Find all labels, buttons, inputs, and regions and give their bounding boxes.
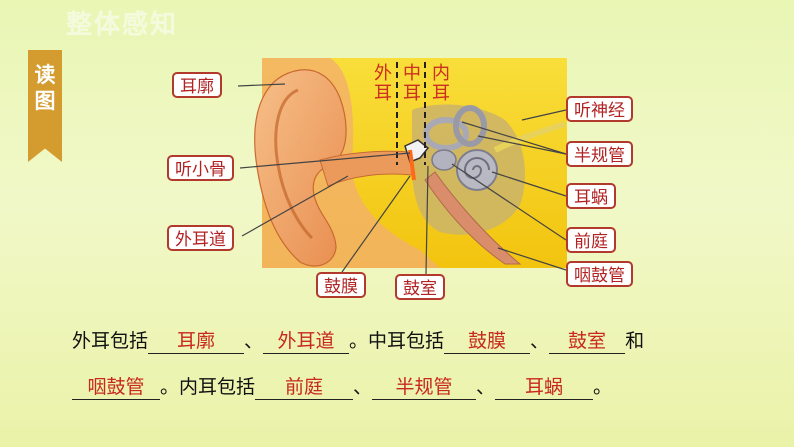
text-middle-ear-includes: 。中耳包括	[349, 330, 445, 352]
region-outer-ear: 外 耳	[371, 64, 395, 104]
region-inner-ear: 内 耳	[429, 64, 453, 104]
answer-eustachian-tube: 咽鼓管	[72, 375, 160, 400]
label-auricle: 耳廓	[172, 72, 222, 98]
vestibule	[431, 149, 457, 171]
answer-cochlea: 耳蜗	[495, 375, 594, 400]
text-and: 和	[625, 330, 645, 352]
label-eustachian-tube: 咽鼓管	[566, 261, 633, 287]
separator: 、	[353, 376, 373, 398]
region-inner-ear-char-2: 耳	[432, 83, 450, 104]
leader-waierdao	[241, 175, 349, 237]
leader-gumo	[341, 175, 411, 273]
answer-semicircular-canals: 半规管	[372, 375, 477, 400]
page-title: 整体感知	[66, 10, 179, 40]
separator: 、	[530, 330, 550, 352]
region-middle-ear: 中 耳	[400, 64, 424, 104]
text-period: 。	[593, 376, 613, 398]
read-diagram-ribbon: 读 图	[28, 50, 62, 162]
label-auditory-nerve: 听神经	[566, 96, 633, 122]
region-outer-ear-char-2: 耳	[374, 83, 392, 104]
label-semicircular-canals: 半规管	[566, 141, 633, 167]
eustachian-tube	[424, 171, 522, 265]
region-outer-ear-char-1: 外	[374, 63, 392, 84]
leader-tingshenjing	[521, 109, 567, 121]
leader-banguiguan-2	[477, 135, 567, 155]
leader-erkuo	[237, 83, 286, 87]
sentence-line-2: 咽鼓管。内耳包括前庭、半规管、耳蜗。	[72, 372, 612, 400]
cochlea-spiral	[463, 157, 490, 179]
eardrum	[408, 149, 416, 181]
leader-gushi	[425, 165, 429, 275]
leader-yanguguan	[497, 247, 567, 271]
label-vestibule: 前庭	[566, 227, 616, 253]
label-ossicles: 听小骨	[167, 155, 234, 181]
label-cochlea: 耳蜗	[566, 183, 616, 209]
label-tympanic-cavity: 鼓室	[395, 274, 445, 300]
leader-qianting	[451, 163, 567, 241]
answer-tympanic-cavity: 鼓室	[549, 329, 626, 354]
region-middle-ear-char-1: 中	[403, 63, 421, 84]
label-ear-canal: 外耳道	[167, 225, 234, 251]
auditory-nerve	[493, 121, 566, 153]
ribbon-char-1: 读	[34, 63, 56, 87]
leader-banguiguan-1	[461, 121, 567, 155]
sentence-line-1: 外耳包括耳廓、外耳道。中耳包括鼓膜、鼓室和	[72, 326, 644, 354]
text-outer-ear-includes: 外耳包括	[72, 330, 149, 352]
answer-auricle: 耳廓	[148, 329, 245, 354]
cochlea-outer	[456, 149, 498, 191]
separator: 、	[476, 376, 496, 398]
region-inner-ear-char-1: 内	[432, 63, 450, 84]
ribbon-char-2: 图	[34, 89, 56, 113]
region-middle-ear-char-2: 耳	[403, 83, 421, 104]
text-inner-ear-includes: 。内耳包括	[160, 376, 256, 398]
label-eardrum: 鼓膜	[316, 272, 366, 298]
semicircular-canal-2	[453, 105, 487, 147]
separator: 、	[244, 330, 264, 352]
answer-ear-canal: 外耳道	[263, 329, 350, 354]
answer-eardrum: 鼓膜	[444, 329, 531, 354]
leader-tingxiaogu	[239, 152, 411, 169]
answer-vestibule: 前庭	[255, 375, 354, 400]
leader-erwo	[491, 171, 567, 197]
